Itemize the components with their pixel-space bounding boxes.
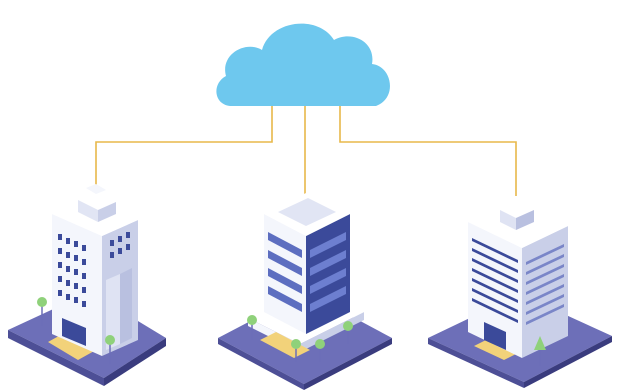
tree-icon [343,321,353,344]
connector-lines [95,104,517,200]
tree-icon [315,339,325,362]
walkway-left [48,332,96,360]
window-bands-right [472,238,518,323]
tree-icon [291,339,301,362]
cloud-icon [216,23,390,106]
office-block-icon [428,200,612,388]
tree-icon [37,297,47,326]
tree-icon [247,315,257,340]
walkway-right [474,338,520,360]
data-center-building-icon [218,192,392,390]
connector-right [339,104,517,196]
window-bands-center [268,232,302,312]
tree-icon [534,336,546,366]
office-tower-icon [8,184,166,386]
window-grid-left [58,234,86,307]
connector-left [95,104,273,190]
tree-icon [105,335,115,364]
walkway-center [260,332,310,358]
